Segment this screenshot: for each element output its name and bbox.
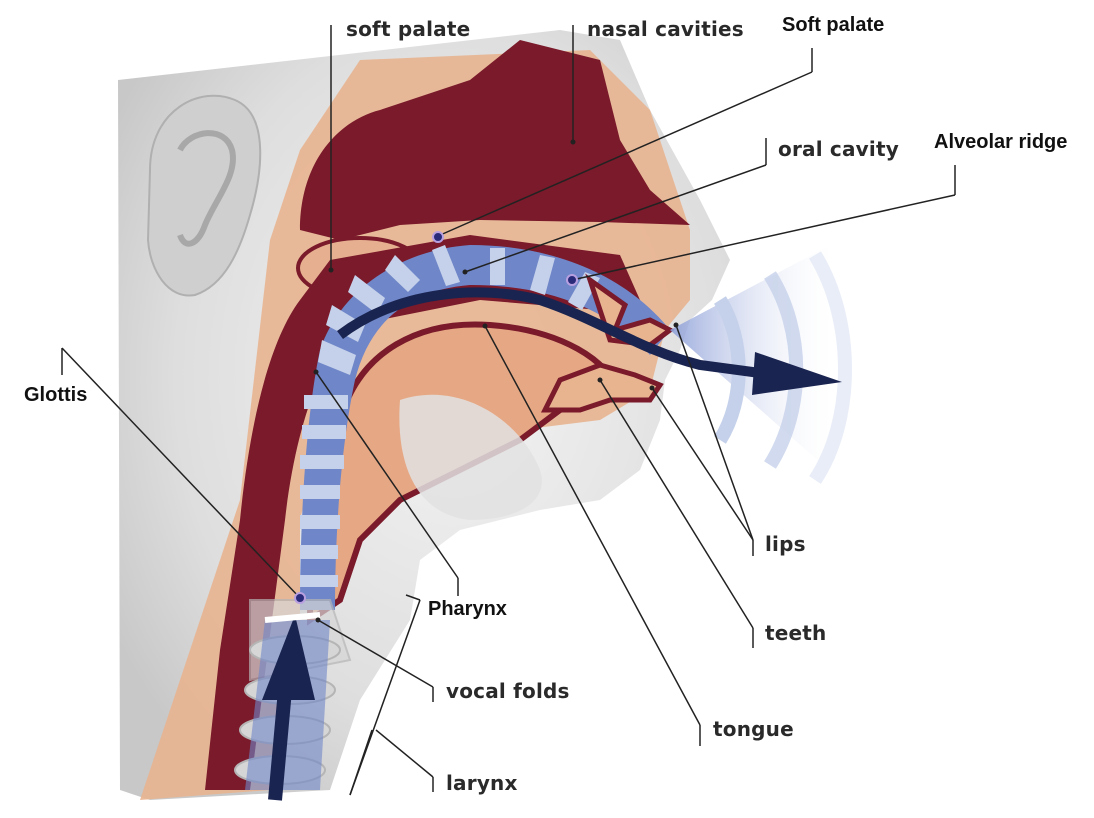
alveolar-ridge-marker: [567, 275, 577, 285]
label-alveolar-ridge: Alveolar ridge: [934, 131, 1067, 153]
label-lips: lips: [765, 533, 806, 555]
label-soft-palate-top: soft palate: [346, 18, 470, 40]
label-nasal-cavities: nasal cavities: [587, 18, 744, 40]
label-vocal-folds: vocal folds: [446, 680, 570, 702]
rising-arrow: [275, 690, 285, 800]
label-larynx: larynx: [446, 772, 518, 794]
label-glottis: Glottis: [24, 384, 87, 406]
label-oral-cavity: oral cavity: [778, 138, 899, 160]
glottis-marker: [295, 593, 305, 603]
label-soft-palate-added: Soft palate: [782, 14, 884, 36]
soft-palate-marker: [433, 232, 443, 242]
label-pharynx: Pharynx: [428, 598, 507, 620]
label-teeth: teeth: [765, 622, 827, 644]
label-tongue: tongue: [713, 718, 794, 740]
